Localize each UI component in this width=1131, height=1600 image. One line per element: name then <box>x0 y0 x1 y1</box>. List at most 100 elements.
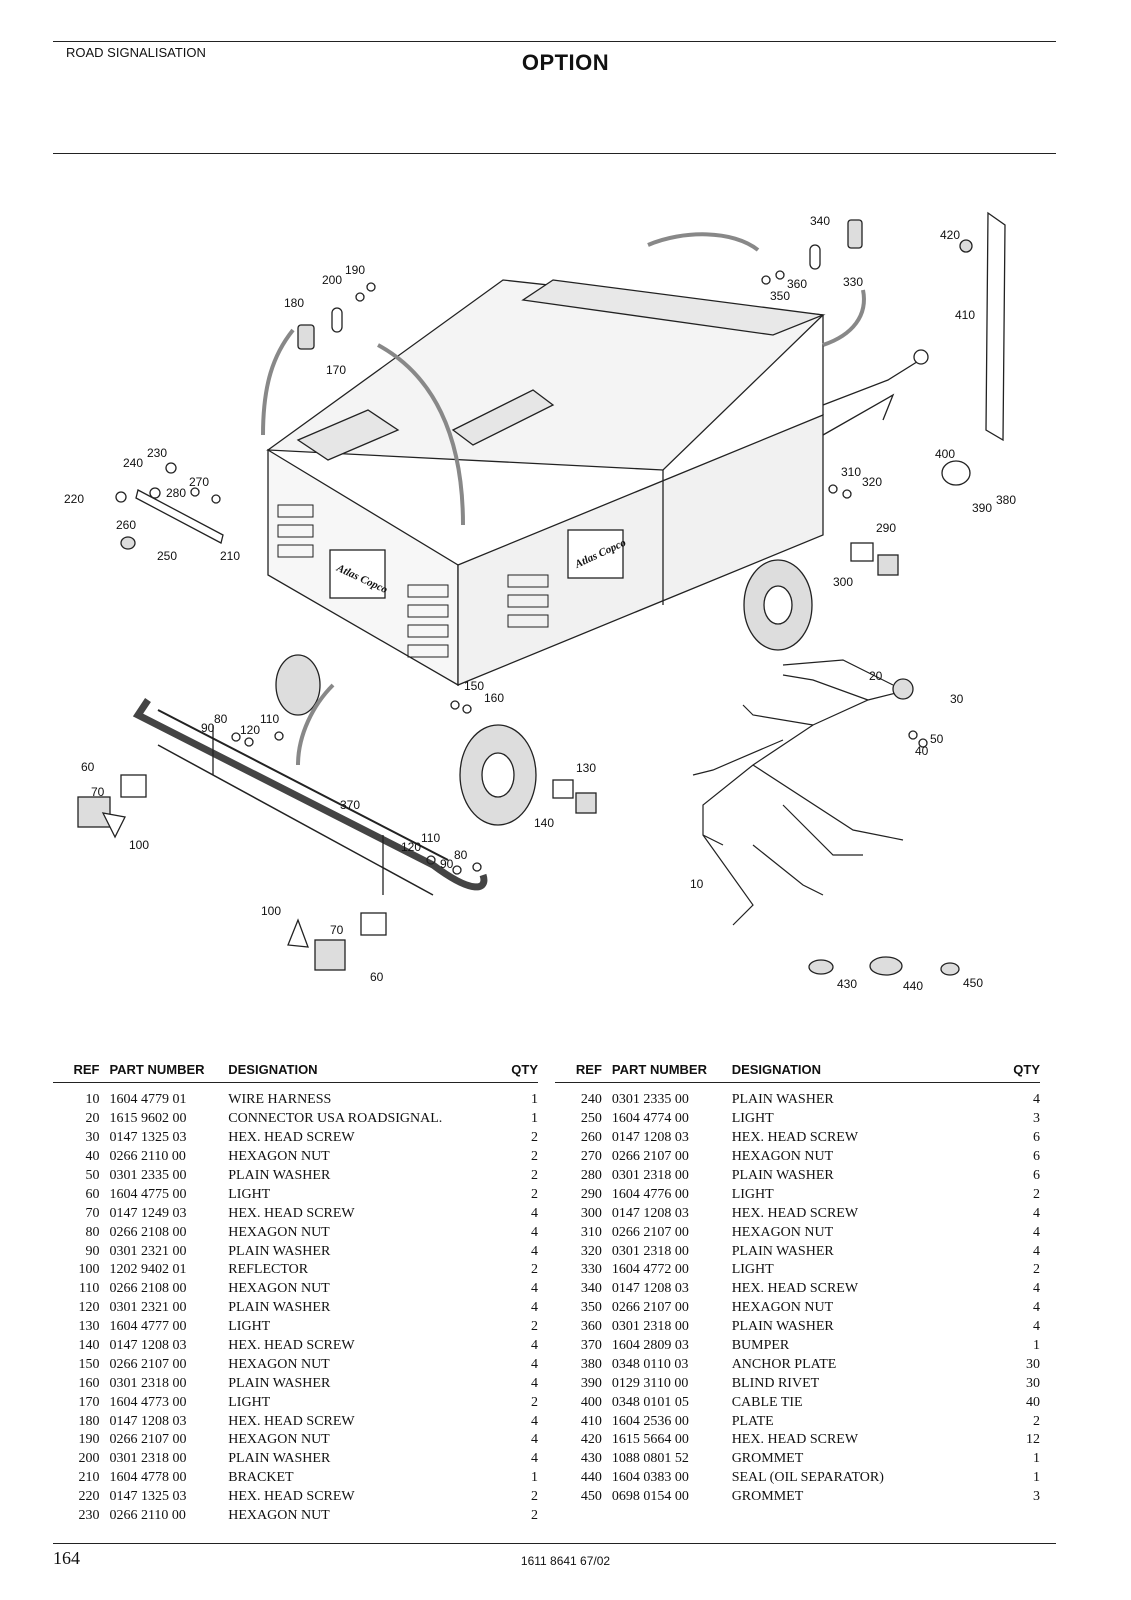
ref-cell: 290 <box>580 1186 602 1202</box>
part-number-cell: 0266 2107 00 <box>611 1149 689 1165</box>
callout-label: 340 <box>810 214 830 228</box>
callout-label: 20 <box>869 669 883 683</box>
callout-label: 250 <box>157 549 177 563</box>
designation-cell: HEXAGON NUT <box>228 1224 330 1240</box>
callout-label: 420 <box>940 228 960 242</box>
qty-cell: 4 <box>531 1224 538 1240</box>
qty-cell: 1 <box>1033 1451 1040 1467</box>
callout-label: 80 <box>214 712 228 726</box>
ref-cell: 110 <box>78 1281 100 1297</box>
qty-cell: 4 <box>1033 1205 1040 1221</box>
qty-cell: 12 <box>1026 1432 1040 1448</box>
qty-cell: 4 <box>1033 1224 1040 1240</box>
designation-cell: BLIND RIVET <box>731 1375 820 1391</box>
qty-cell: 4 <box>531 1300 538 1316</box>
callout-label: 280 <box>166 486 186 500</box>
qty-cell: 4 <box>1033 1281 1040 1297</box>
part-number-cell: 1604 2809 03 <box>611 1338 689 1354</box>
ref-cell: 370 <box>580 1338 602 1354</box>
designation-cell: CONNECTOR USA ROADSIGNAL. <box>228 1111 443 1127</box>
ref-cell: 380 <box>580 1356 602 1372</box>
part-number-cell: 1604 0383 00 <box>611 1470 689 1486</box>
part-number-cell: 1604 4772 00 <box>611 1262 689 1278</box>
callout-label: 240 <box>123 456 143 470</box>
part-number-cell: 1604 4778 00 <box>109 1470 187 1486</box>
designation-cell: GROMMET <box>731 1451 804 1467</box>
part-number-cell: 1604 4773 00 <box>109 1394 187 1410</box>
part-number-cell: 0266 2108 00 <box>109 1224 187 1240</box>
callout-labels: 10 20 30 40 50 60 70 80 90 100 110 120 1… <box>64 214 1016 993</box>
bumper <box>132 698 488 891</box>
qty-cell: 1 <box>531 1111 538 1127</box>
callout-label: 100 <box>261 904 281 918</box>
callout-label: 60 <box>370 970 384 984</box>
ref-cell: 130 <box>78 1319 100 1335</box>
callout-label: 370 <box>340 798 360 812</box>
qty-cell: 6 <box>1033 1168 1040 1183</box>
col-designation-header: DESIGNATION <box>228 1060 495 1083</box>
designation-cell: HEX. HEAD SCREW <box>228 1130 355 1146</box>
designation-cell: ANCHOR PLATE <box>731 1356 837 1372</box>
callout-label: 310 <box>841 465 861 479</box>
col-qty-header: QTY <box>995 1060 1040 1083</box>
qty-cell: 3 <box>1033 1489 1040 1505</box>
ref-cell: 10 <box>85 1092 100 1108</box>
ref-cell: 40 <box>85 1149 100 1165</box>
qty-cell: 40 <box>1026 1394 1040 1410</box>
ref-cell: 270 <box>580 1149 602 1165</box>
qty-cell: 4 <box>531 1413 538 1429</box>
designation-cell: LIGHT <box>731 1262 774 1278</box>
qty-cell: 6 <box>1033 1149 1040 1165</box>
section-name: ROAD SIGNALISATION <box>66 45 206 60</box>
designation-cell: HEX. HEAD SCREW <box>228 1413 355 1429</box>
designation-cell: PLAIN WASHER <box>731 1243 834 1259</box>
callout-label: 60 <box>81 760 95 774</box>
ref-cell: 210 <box>78 1470 100 1486</box>
callout-label: 110 <box>421 831 440 845</box>
part-number-cell: 1088 0801 52 <box>611 1451 689 1467</box>
ref-cell: 20 <box>85 1111 100 1127</box>
part-number-cell: 0348 0101 05 <box>611 1394 689 1410</box>
part-number-cell: 0301 2321 00 <box>109 1243 187 1259</box>
callout-label: 100 <box>129 838 149 852</box>
designation-cell: PLAIN WASHER <box>228 1451 331 1467</box>
designation-cell: REFLECTOR <box>228 1262 309 1278</box>
ref-cell: 320 <box>580 1243 602 1259</box>
ref-cell: 220 <box>78 1489 100 1505</box>
callout-label: 160 <box>484 691 504 705</box>
qty-cell: 2 <box>531 1186 538 1202</box>
part-number-cell: 0129 3110 00 <box>611 1375 689 1391</box>
callout-label: 230 <box>147 446 167 460</box>
callout-label: 190 <box>345 263 365 277</box>
part-number-cell: 0266 2108 00 <box>109 1281 187 1297</box>
col-designation-header: DESIGNATION <box>731 1060 996 1083</box>
qty-cell: 6 <box>1033 1130 1040 1146</box>
callout-label: 430 <box>837 977 857 991</box>
qty-cell: 2 <box>531 1262 538 1278</box>
ref-cell: 200 <box>78 1451 100 1467</box>
col-qty-header: QTY <box>494 1060 538 1083</box>
qty-cell: 4 <box>531 1375 538 1391</box>
ref-cell: 90 <box>85 1243 100 1259</box>
part-number-cell: 0266 2110 00 <box>109 1508 186 1524</box>
qty-cell: 2 <box>1033 1262 1040 1278</box>
designation-cell: HEX. HEAD SCREW <box>228 1489 355 1505</box>
designation-cell: PLAIN WASHER <box>228 1243 331 1259</box>
designation-cell: HEX. HEAD SCREW <box>731 1281 859 1297</box>
part-number-cell: 0301 2335 00 <box>611 1092 689 1108</box>
part-number-cell: 0147 1208 03 <box>109 1413 187 1429</box>
designation-cell: PLAIN WASHER <box>731 1092 834 1108</box>
qty-cell: 4 <box>1033 1300 1040 1316</box>
ref-cell: 100 <box>78 1262 100 1278</box>
